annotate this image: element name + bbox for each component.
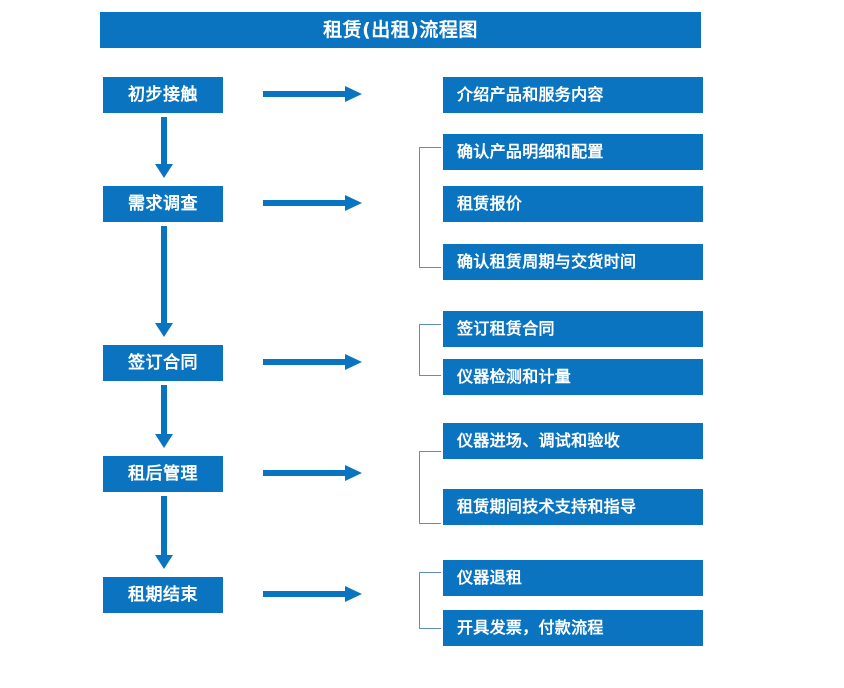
group-bracket-icon-3 xyxy=(419,324,441,376)
stage-box-3[interactable]: 签订合同 xyxy=(103,345,223,381)
arrow-right-icon-4 xyxy=(263,464,363,482)
detail-label-g2-2: 租赁报价 xyxy=(457,194,523,213)
group-bracket-icon-2 xyxy=(419,147,441,268)
stage-box-1[interactable]: 初步接触 xyxy=(103,77,223,113)
stage-label-4: 租后管理 xyxy=(128,463,198,484)
detail-box-g4-1[interactable]: 仪器进场、调试和验收 xyxy=(443,423,703,459)
flowchart-title-bar: 租赁(出租)流程图 xyxy=(100,12,701,48)
stage-label-3: 签订合同 xyxy=(128,352,198,373)
page-title: 租赁(出租)流程图 xyxy=(323,18,478,41)
detail-box-g2-2[interactable]: 租赁报价 xyxy=(443,186,703,222)
detail-box-g4-2[interactable]: 租赁期间技术支持和指导 xyxy=(443,489,703,525)
stage-box-5[interactable]: 租期结束 xyxy=(103,577,223,613)
detail-label-g1-1: 介绍产品和服务内容 xyxy=(457,85,604,104)
stage-label-1: 初步接触 xyxy=(128,84,198,105)
arrow-right-icon-3 xyxy=(263,353,363,371)
group-bracket-icon-4 xyxy=(419,451,441,524)
arrow-right-icon-2 xyxy=(263,194,363,212)
detail-label-g3-2: 仪器检测和计量 xyxy=(457,367,572,386)
detail-label-g4-1: 仪器进场、调试和验收 xyxy=(457,431,621,450)
arrow-right-icon-5 xyxy=(263,585,363,603)
arrow-down-icon-4 xyxy=(150,496,178,570)
arrow-down-icon-2 xyxy=(150,226,178,338)
detail-box-g2-1[interactable]: 确认产品明细和配置 xyxy=(443,134,703,170)
arrow-down-icon-3 xyxy=(150,385,178,449)
detail-label-g2-1: 确认产品明细和配置 xyxy=(457,142,604,161)
detail-box-g3-1[interactable]: 签订租赁合同 xyxy=(443,311,703,347)
stage-box-4[interactable]: 租后管理 xyxy=(103,456,223,492)
detail-label-g4-2: 租赁期间技术支持和指导 xyxy=(457,497,637,516)
detail-box-g3-2[interactable]: 仪器检测和计量 xyxy=(443,359,703,395)
arrow-right-icon-1 xyxy=(263,85,363,103)
detail-label-g3-1: 签订租赁合同 xyxy=(457,319,555,338)
stage-box-2[interactable]: 需求调查 xyxy=(103,186,223,222)
stage-label-2: 需求调查 xyxy=(128,193,198,214)
detail-label-g5-2: 开具发票，付款流程 xyxy=(457,618,604,637)
group-bracket-icon-5 xyxy=(419,572,441,629)
detail-box-g5-2[interactable]: 开具发票，付款流程 xyxy=(443,610,703,646)
stage-label-5: 租期结束 xyxy=(128,584,198,605)
detail-label-g2-3: 确认租赁周期与交货时间 xyxy=(457,252,637,271)
detail-label-g5-1: 仪器退租 xyxy=(457,568,523,587)
detail-box-g1-1[interactable]: 介绍产品和服务内容 xyxy=(443,77,703,113)
arrow-down-icon-1 xyxy=(150,117,178,179)
detail-box-g5-1[interactable]: 仪器退租 xyxy=(443,560,703,596)
detail-box-g2-3[interactable]: 确认租赁周期与交货时间 xyxy=(443,244,703,280)
